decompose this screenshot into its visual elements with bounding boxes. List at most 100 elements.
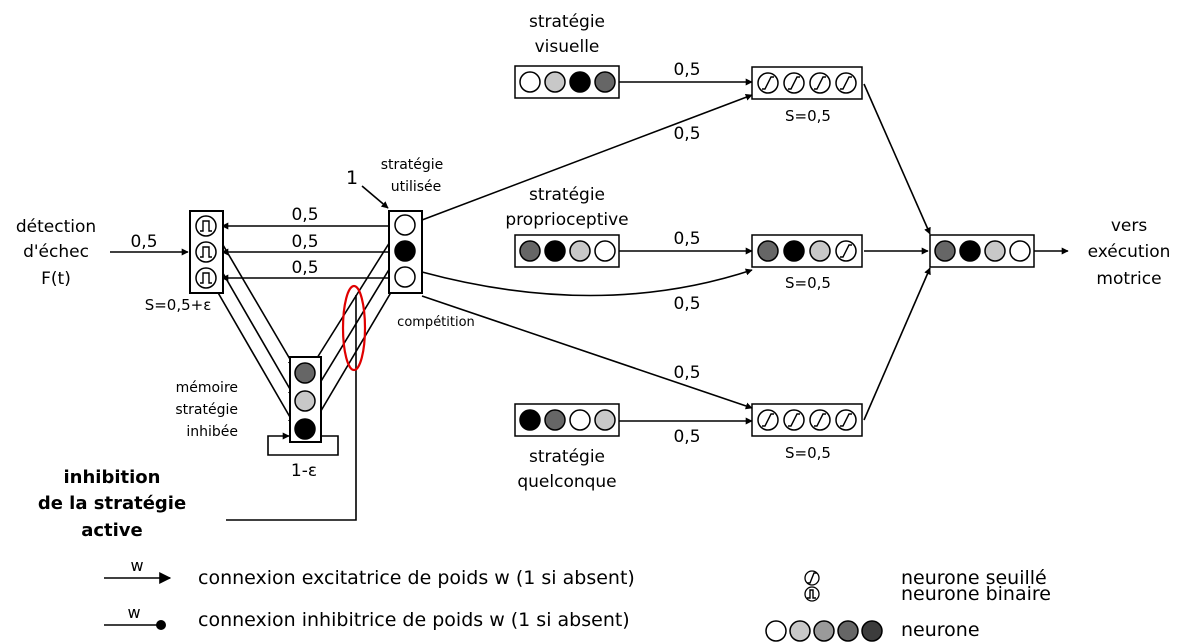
edge-memory2-inhibits-used2	[311, 259, 397, 397]
motor-label-3: motrice	[1096, 269, 1161, 289]
neurons	[195, 71, 1031, 440]
legend-threshold-neuron-icon	[804, 570, 820, 586]
proprio-neuron-4	[594, 240, 616, 262]
target-bot-neuron-1-symbol	[762, 413, 774, 427]
edge-bot-to-output	[863, 267, 931, 421]
threshold-bot-label: S=0,5	[785, 444, 831, 462]
memory-neuron-3	[294, 418, 316, 440]
legend-neuron-shade-1	[765, 620, 787, 642]
one-minus-epsilon-label: 1-ε	[291, 461, 317, 481]
detection-label-2: d'échec	[23, 242, 89, 262]
threshold-mid-label: S=0,5	[785, 274, 831, 292]
weight-used-to-proprio: 0,5	[673, 294, 700, 314]
used-strategy-label-1: stratégie	[381, 157, 444, 173]
detection-label-1: détection	[16, 217, 96, 237]
memory-label-3: inhibée	[186, 424, 238, 440]
legend-neuron-shades	[765, 620, 883, 642]
legend-neuron-shade-4	[837, 620, 859, 642]
edge-memory-self-loop	[267, 432, 339, 456]
target-mid-neuron-1	[757, 240, 779, 262]
memory-label-1: mémoire	[176, 380, 238, 396]
output-neuron-1	[934, 240, 956, 262]
weight-visuelle: 0,5	[673, 60, 700, 80]
motor-label-2: exécution	[1088, 242, 1171, 262]
legend-threshold-text: neurone seuillé	[901, 567, 1047, 589]
target-mid-neuron-2	[783, 240, 805, 262]
edge-used-to-visuelle	[421, 93, 753, 221]
binary-neuron-1-symbol	[200, 220, 212, 232]
used-strategy-neuron-3	[394, 266, 416, 288]
labels: détection d'échec F(t) 0,5 S=0,5+ε 0,5 0…	[16, 12, 1171, 541]
visuelle-neuron-3	[569, 71, 591, 93]
visuelle-neuron-1	[519, 71, 541, 93]
output-neuron-3	[984, 240, 1006, 262]
visuelle-label-2: visuelle	[535, 37, 600, 57]
target-bot-neuron-2-symbol	[788, 413, 800, 427]
quelconque-neuron-3	[569, 409, 591, 431]
legend-binary-neuron-icon	[804, 586, 820, 602]
threshold-binary-label: S=0,5+ε	[145, 296, 212, 314]
inhibition-label-1: inhibition	[64, 467, 161, 488]
threshold-top-label: S=0,5	[785, 107, 831, 125]
inhibition-label-3: active	[81, 520, 143, 541]
edge-used-to-proprio	[421, 268, 753, 297]
legend-inhibitory-dot	[156, 620, 166, 630]
weight-proprio: 0,5	[673, 229, 700, 249]
legend-excitatory-weight: w	[130, 556, 143, 575]
target-mid-neuron-3	[809, 240, 831, 262]
visuelle-label-1: stratégie	[529, 12, 605, 32]
inhibition-label-2: de la stratégie	[38, 493, 186, 514]
legend-neuron-text: neurone	[901, 619, 980, 641]
binary-neuron-3-symbol	[200, 272, 212, 284]
weight-feedback-2: 0,5	[291, 232, 318, 252]
binary-neuron-1	[195, 215, 217, 237]
edge-used-to-quelconque	[421, 295, 753, 410]
legend-binary-text: neurone binaire	[901, 583, 1051, 605]
binary-neuron-2-symbol	[200, 246, 212, 258]
binary-neuron-2	[195, 241, 217, 263]
target-top-neuron-4-symbol	[840, 76, 852, 90]
proprio-neuron-1	[519, 240, 541, 262]
legend-excitatory-text: connexion excitatrice de poids w (1 si a…	[198, 567, 635, 589]
quelconque-label-1: stratégie	[529, 447, 605, 467]
quelconque-label-2: quelconque	[517, 472, 616, 492]
competition-label: compétition	[397, 315, 475, 330]
edge-memory1-inhibits-used1	[311, 233, 397, 367]
used-strategy-neuron-1	[394, 214, 416, 236]
weight-one: 1	[346, 167, 358, 189]
legend-inhibitory-text: connexion inhibitrice de poids w (1 si a…	[198, 609, 630, 631]
proprio-label-2: proprioceptive	[505, 210, 628, 230]
quelconque-neuron-1	[519, 409, 541, 431]
legend-neuron-shade-5	[861, 620, 883, 642]
legend-neuron-shade-3	[813, 620, 835, 642]
used-strategy-label-2: utilisée	[391, 179, 442, 195]
weight-used-to-visuelle: 0,5	[673, 124, 700, 144]
edge-binary1-to-memory1	[212, 227, 295, 367]
binary-neuron-3	[195, 267, 217, 289]
edge-one-pointer	[361, 185, 389, 209]
edge-top-to-output	[863, 83, 931, 235]
weight-feedback-3: 0,5	[291, 258, 318, 278]
target-top-neuron-1-symbol	[762, 76, 774, 90]
legend-inhibitory-weight: w	[127, 603, 140, 622]
weight-feedback-1: 0,5	[291, 205, 318, 225]
proprio-label-1: stratégie	[529, 185, 605, 205]
target-top-neuron-2-symbol	[788, 76, 800, 90]
legend-neuron-shade-2	[789, 620, 811, 642]
memory-label-2: stratégie	[175, 402, 238, 418]
used-strategy-neuron-2	[394, 240, 416, 262]
detection-label-3: F(t)	[41, 269, 71, 289]
memory-neuron-2	[294, 390, 316, 412]
legend: w connexion excitatrice de poids w (1 si…	[104, 556, 1051, 642]
visuelle-neuron-4	[594, 71, 616, 93]
weight-detection: 0,5	[130, 232, 157, 252]
weight-used-to-quelconque: 0,5	[673, 363, 700, 383]
memory-neuron-1	[294, 362, 316, 384]
target-bot-neuron-3-symbol	[814, 413, 826, 427]
proprio-neuron-3	[569, 240, 591, 262]
weight-quelconque: 0,5	[673, 427, 700, 447]
motor-label-1: vers	[1111, 216, 1148, 236]
quelconque-neuron-4	[594, 409, 616, 431]
proprio-neuron-2	[544, 240, 566, 262]
